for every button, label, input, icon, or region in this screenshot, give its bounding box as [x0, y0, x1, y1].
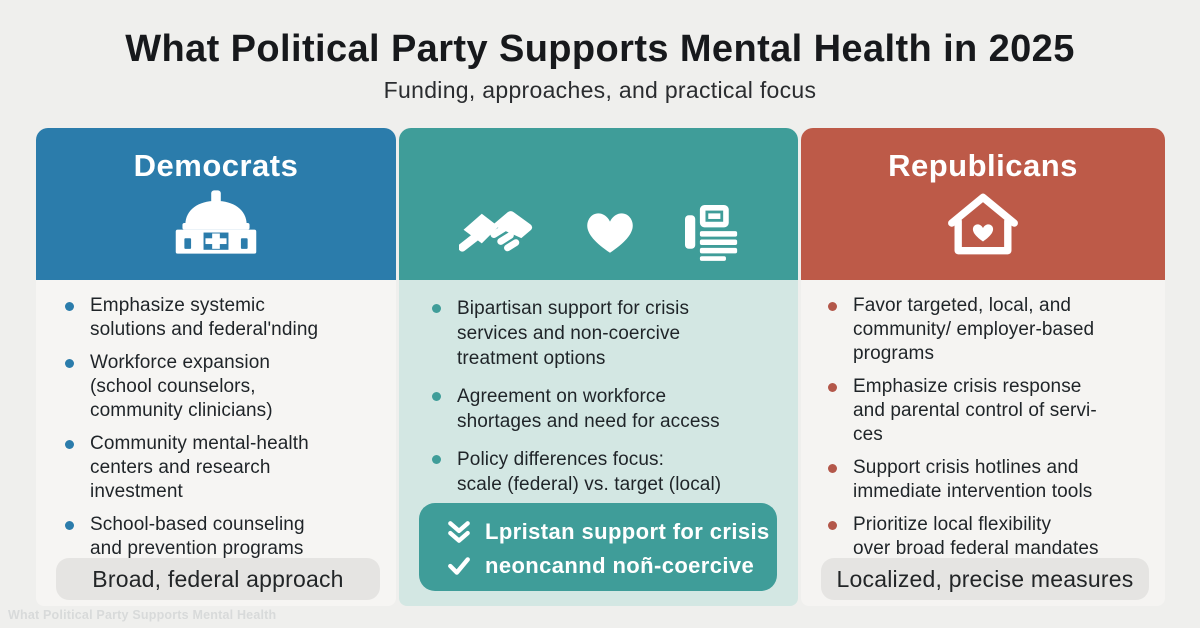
news-icon	[684, 205, 737, 261]
check-icon	[447, 556, 471, 576]
bipartisan-header	[399, 128, 798, 280]
callout-text: Lpristan support for crisis	[485, 519, 770, 544]
republicans-body: Favor targeted, local, and community/ em…	[801, 280, 1165, 606]
list-item: Community mental-health centers and rese…	[60, 432, 380, 504]
list-item: Support crisis hotlines and immediate in…	[823, 456, 1153, 504]
page-subtitle: Funding, approaches, and practical focus	[383, 77, 817, 103]
list-item: School-based counseling and prevention p…	[60, 513, 380, 561]
democrats-bullet-list: Emphasize systemic solutions and federal…	[60, 294, 380, 561]
double-chevron-down-icon	[447, 519, 471, 545]
democrats-summary-badge: Broad, federal approach	[56, 558, 380, 600]
callout-line: Lpristan support for crisis	[447, 519, 777, 545]
republicans-bullet-list: Favor targeted, local, and community/ em…	[823, 294, 1153, 561]
bipartisan-body: Bipartisan support for crisis services a…	[399, 280, 798, 606]
democrats-body: Emphasize systemic solutions and federal…	[36, 280, 396, 606]
comparison-columns: Democrats	[36, 128, 1165, 606]
list-item: Bipartisan support for crisis services a…	[427, 296, 780, 371]
republicans-title: Republicans	[888, 148, 1078, 183]
watermark: What Political Party Supports Mental Hea…	[8, 608, 277, 622]
list-item: Favor targeted, local, and community/ em…	[823, 294, 1153, 366]
capitol-medical-icon	[175, 190, 257, 254]
republicans-column: Republicans Favor targeted, local, and c…	[801, 128, 1165, 606]
bipartisan-bullet-list: Bipartisan support for crisis services a…	[427, 296, 780, 497]
list-item: Prioritize local flexibility over broad …	[823, 513, 1153, 561]
democrats-column: Democrats	[36, 128, 396, 606]
bipartisan-column: Bipartisan support for crisis services a…	[399, 128, 798, 606]
bipartisan-callout-box: Lpristan support for crisis neoncannd no…	[419, 503, 777, 591]
list-item: Emphasize systemic solutions and federal…	[60, 294, 380, 342]
republicans-header: Republicans	[801, 128, 1165, 280]
democrats-header: Democrats	[36, 128, 396, 280]
callout-text: neoncannd noñ-coercive	[485, 553, 755, 578]
list-item: Policy differences focus: scale (federal…	[427, 447, 780, 497]
page-title: What Political Party Supports Mental Hea…	[125, 28, 1075, 70]
handshake-icon	[458, 211, 532, 252]
heart-icon	[586, 213, 633, 253]
list-item: Agreement on workforce shortages and nee…	[427, 384, 780, 434]
republicans-summary-badge: Localized, precise measures	[821, 558, 1149, 600]
house-heart-icon	[948, 193, 1018, 255]
list-item: Emphasize crisis response and parental c…	[823, 375, 1153, 447]
democrats-title: Democrats	[133, 148, 299, 183]
callout-line: neoncannd noñ-coercive	[447, 553, 777, 579]
list-item: Workforce expansion (school counselors, …	[60, 351, 380, 423]
